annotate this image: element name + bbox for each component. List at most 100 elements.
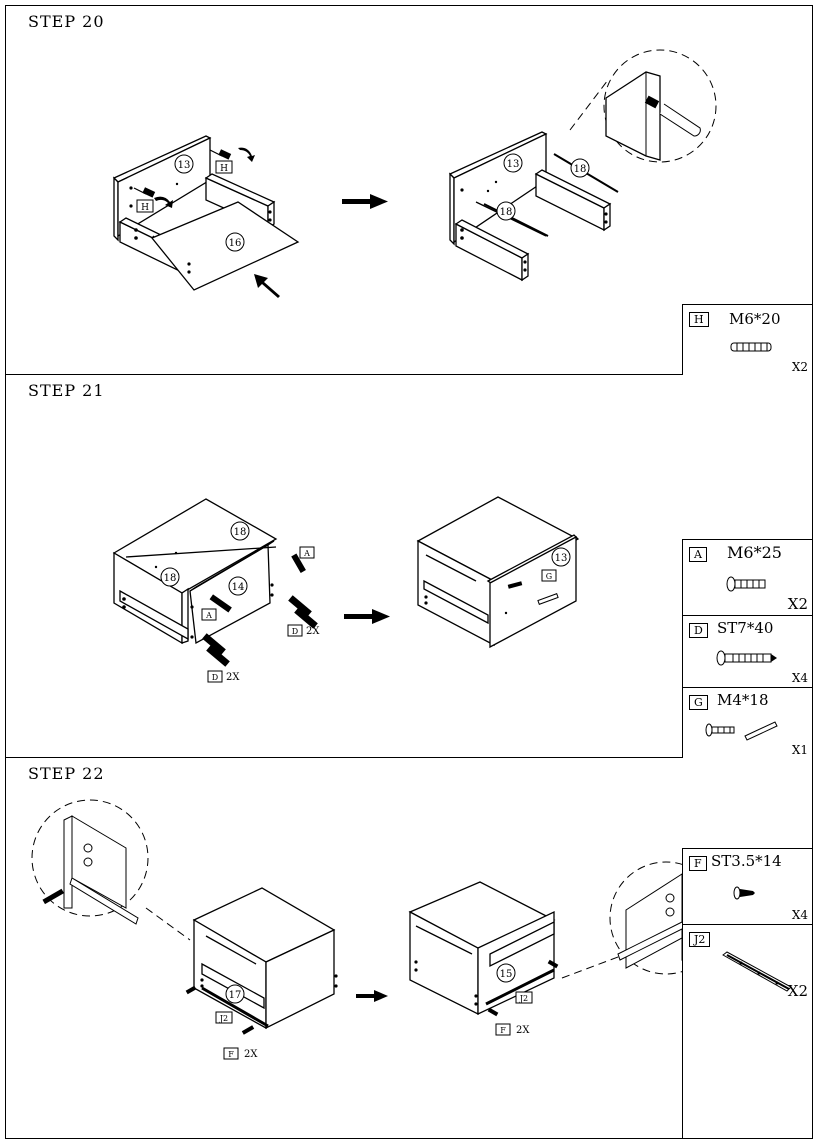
count-label: 2X [244,1049,258,1060]
cabinet-before [112,498,278,645]
screw-h-left [133,149,232,198]
part-code: J2 [689,932,711,947]
tag-label: H [220,164,228,174]
step-title: STEP 20 [28,12,105,31]
callout-13-left [174,154,194,174]
next-arrow-icon [356,990,388,1002]
callout-label: 13 [555,553,568,564]
part-code: D [689,623,708,638]
bolts [202,553,318,667]
cabinet-left [192,887,336,1030]
callout-13-right [503,153,523,173]
assembly-after [448,131,612,282]
part-code: H [689,312,709,327]
part-qty: X4 [791,671,808,685]
holes [414,959,559,1017]
callout-18 [160,567,180,587]
tag-j2 [215,1011,233,1024]
part-name: ST7*40 [717,619,774,637]
part-h: H M6*20 X2 [683,305,812,376]
tag-d [207,670,223,683]
part-j2: J2 X2 [683,925,812,1002]
count-label: 2X [226,672,240,683]
tag-h [136,199,154,213]
part-code: F [689,856,707,871]
holes [129,182,272,274]
part-d: D ST7*40 X4 [683,616,812,688]
screw-g [507,581,559,605]
small-screw-icon [733,886,755,900]
tag-d [287,624,303,637]
tag-h [215,160,233,174]
tag-a [299,546,315,559]
tag-label: J2 [519,994,528,1003]
next-arrow-icon [344,609,390,624]
tag-label: A [205,611,212,620]
callout-label: 16 [229,238,242,249]
tag-f [495,1023,511,1036]
part-a: A M6*25 X2 [683,540,812,616]
zoom-detail-left [31,799,191,941]
holes [424,595,508,615]
part-qty: X2 [791,360,808,374]
part-qty: X4 [791,908,808,922]
callout-label: 13 [507,159,520,170]
step-title: STEP 22 [28,764,105,783]
tag-label: F [228,1050,234,1059]
callout-18-top [570,158,590,178]
rotate-arrows [154,147,255,208]
callout-18-bottom [496,201,516,221]
part-name: M6*25 [727,543,782,562]
callout-label: 15 [500,969,513,980]
part-name: ST3.5*14 [711,852,782,870]
cabinet-right [408,881,556,1016]
tag-f [223,1047,239,1060]
tag-g [541,569,557,582]
long-screw-icon [716,650,777,666]
part-qty: X1 [791,743,808,757]
callout-17 [225,984,245,1004]
part-name: M4*18 [717,691,769,709]
part-qty: X2 [787,982,808,1000]
part-f: F ST3.5*14 X4 [683,849,812,925]
callout-18 [230,521,250,541]
step-title: STEP 21 [28,381,105,400]
callout-label: 18 [164,573,177,584]
parts-box: F ST3.5*14 X4 J2 X2 [682,848,812,1138]
step-22-panel: STEP 22 [6,758,812,1138]
cabinet-after [416,496,580,649]
step-21-illustration: 18 18 14 A A D 2X D 2X [112,496,580,683]
callout-label: 18 [234,527,247,538]
step-20-illustration: 13 16 H H [112,49,717,298]
parts-box: A M6*25 X2 D ST7*40 X4 [682,539,812,758]
callout-label: 18 [574,164,587,175]
tag-j2 [515,991,533,1004]
tag-label: D [212,673,218,682]
holes [460,180,608,272]
count-label: 2X [306,626,320,637]
part-code: G [689,695,708,710]
parts-box: H M6*20 X2 [682,304,812,375]
part-qty: X2 [787,595,808,613]
bolt-icon [726,576,766,592]
callout-16 [225,232,245,252]
step-20-panel: STEP 20 [6,6,812,375]
tag-label: A [303,549,310,558]
count-label: 2X [516,1025,530,1036]
tag-label: J2 [219,1014,228,1023]
drawer-slide-icon [722,951,792,992]
callout-13 [551,547,571,567]
tag-label: D [292,627,298,636]
callout-label: 17 [229,990,242,1001]
part-g: G M4*18 X1 [683,688,812,759]
tag-label: G [546,572,552,581]
instruction-sheet: STEP 20 [5,5,813,1139]
tag-a [201,608,217,621]
callout-label: 13 [178,160,191,171]
holes [185,974,338,1035]
part-name: M6*20 [729,310,781,328]
tag-label: F [500,1026,506,1035]
step-21-panel: STEP 21 [6,375,812,758]
callout-15 [496,963,516,983]
screw-and-key-icon [705,721,778,741]
